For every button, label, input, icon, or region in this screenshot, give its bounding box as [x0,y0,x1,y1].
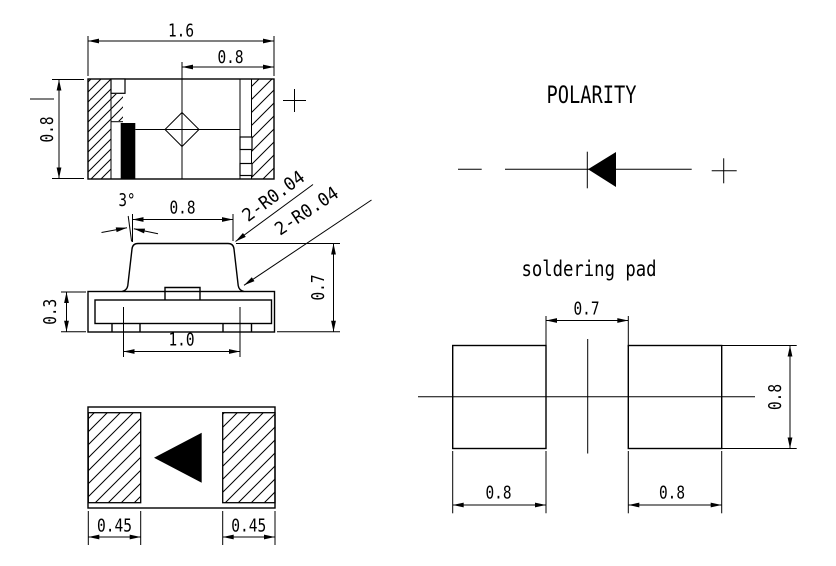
left-pad-hatched [87,412,142,504]
polarity-diagram: POLARITY [458,81,737,189]
angle-text: 3° [119,190,136,211]
dim-left-pad-width: 0.8 [452,451,547,514]
left-terminal-hatch-step [111,94,123,121]
left-terminal-hatch [88,79,111,179]
diode-triangle [588,152,616,187]
leader-line [235,184,314,242]
leader-line [243,199,372,286]
plus-mark [283,89,306,112]
dim-text: 0.8 [170,198,196,219]
dim-right-pad-width: 0.8 [627,451,723,514]
right-notch-lower [239,162,253,177]
lens-profile [121,242,245,293]
right-pad-hatched [222,412,276,504]
dim-left-pad: 0.45 [87,511,142,545]
dim-text: 0.8 [765,384,786,410]
base-outline [87,290,276,333]
left-notch [110,78,126,94]
angle-reference-line [127,215,133,242]
top-view: 1.6 0.8 0.8 [30,21,306,180]
plus-mark [711,158,737,184]
dim-text: 0.45 [97,516,132,537]
dim-lead-span: 1.0 [123,307,241,357]
angle-leader [101,227,128,233]
dim-text: 0.3 [40,299,61,325]
leadframe-outline [94,299,273,325]
dim-text: 0.8 [37,117,58,143]
center-boss [164,286,201,300]
polarity-title: POLARITY [547,81,637,109]
dim-text: 1.6 [168,21,194,42]
dim-text: 0.8 [218,47,244,68]
dim-text: 0.8 [659,483,685,504]
right-notch-upper [239,136,253,151]
dim-pad-height: 0.8 [721,345,797,449]
soldering-pad-diagram: soldering pad 0.7 0.8 0.8 0.8 [418,257,797,514]
dim-overall-width: 1.6 [87,21,275,76]
draft-angle-annotation: 3° [101,190,159,242]
right-terminal-hatch [251,79,274,179]
polarity-triangle [154,432,202,483]
dim-text: 0.45 [231,516,266,537]
dim-top-width: 0.8 [132,198,234,242]
dim-text: 1.0 [169,330,195,351]
dim-base-height: 0.3 [40,291,86,333]
cathode-mark [120,123,136,180]
soldering-pad-title: soldering pad [522,257,657,281]
side-view: 0.8 3° 2-R0.04 2-R0.04 0.7 0.3 [40,167,372,357]
dim-gap: 0.7 [545,299,629,347]
angle-leader [133,228,159,235]
dim-text: 0.8 [486,483,512,504]
dim-half-width: 0.8 [182,47,274,70]
dim-text: 0.7 [574,299,600,320]
dim-total-height: 0.7 [236,243,340,333]
dim-right-pad: 0.45 [222,511,276,545]
dim-height: 0.8 [37,79,84,179]
dim-text: 0.7 [308,275,329,301]
bottom-view: 0.45 0.45 [87,406,276,545]
